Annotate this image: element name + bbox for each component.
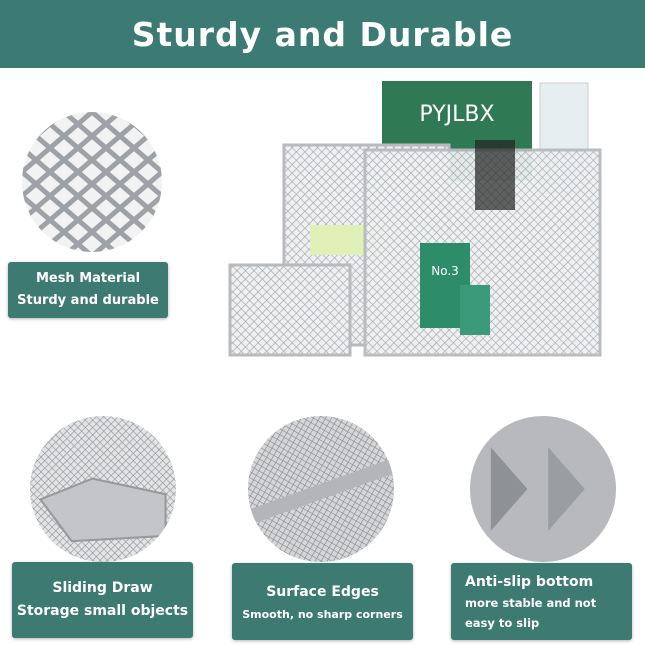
sliding-drawer-closeup [30, 416, 176, 562]
callout-title: Sliding Draw [52, 580, 153, 596]
staples-box-label: No.3 [431, 264, 459, 278]
mesh-closeup-image [22, 112, 162, 252]
callout-title: Mesh Material [35, 271, 141, 286]
anti-slip-bottom-closeup [470, 416, 616, 562]
header-banner: Sturdy and Durable [0, 0, 645, 68]
callout-subtitle: easy to slip [465, 615, 540, 630]
callout-mesh-material: Mesh Material Sturdy and durable [8, 262, 168, 318]
callout-title: Anti-slip bottom [465, 573, 594, 590]
surface-edges-closeup [248, 416, 394, 562]
callout-subtitle: Storage small objects [16, 603, 189, 619]
desk-organizer-image: PYJLBX No.3 [228, 81, 602, 357]
callout-title: Surface Edges [266, 583, 379, 600]
callout-surface-edges: Surface Edges Smooth, no sharp corners [232, 563, 413, 640]
callout-subtitle: Sturdy and durable [17, 293, 159, 308]
callout-anti-slip-bottom: Anti-slip bottom more stable and not eas… [451, 563, 632, 640]
callout-subtitle: more stable and not [465, 595, 597, 610]
callout-subtitle: Smooth, no sharp corners [242, 607, 403, 621]
page-title: Sturdy and Durable [131, 14, 514, 54]
callout-sliding-draw: Sliding Draw Storage small objects [12, 562, 193, 638]
book-label: PYJLBX [419, 102, 494, 127]
